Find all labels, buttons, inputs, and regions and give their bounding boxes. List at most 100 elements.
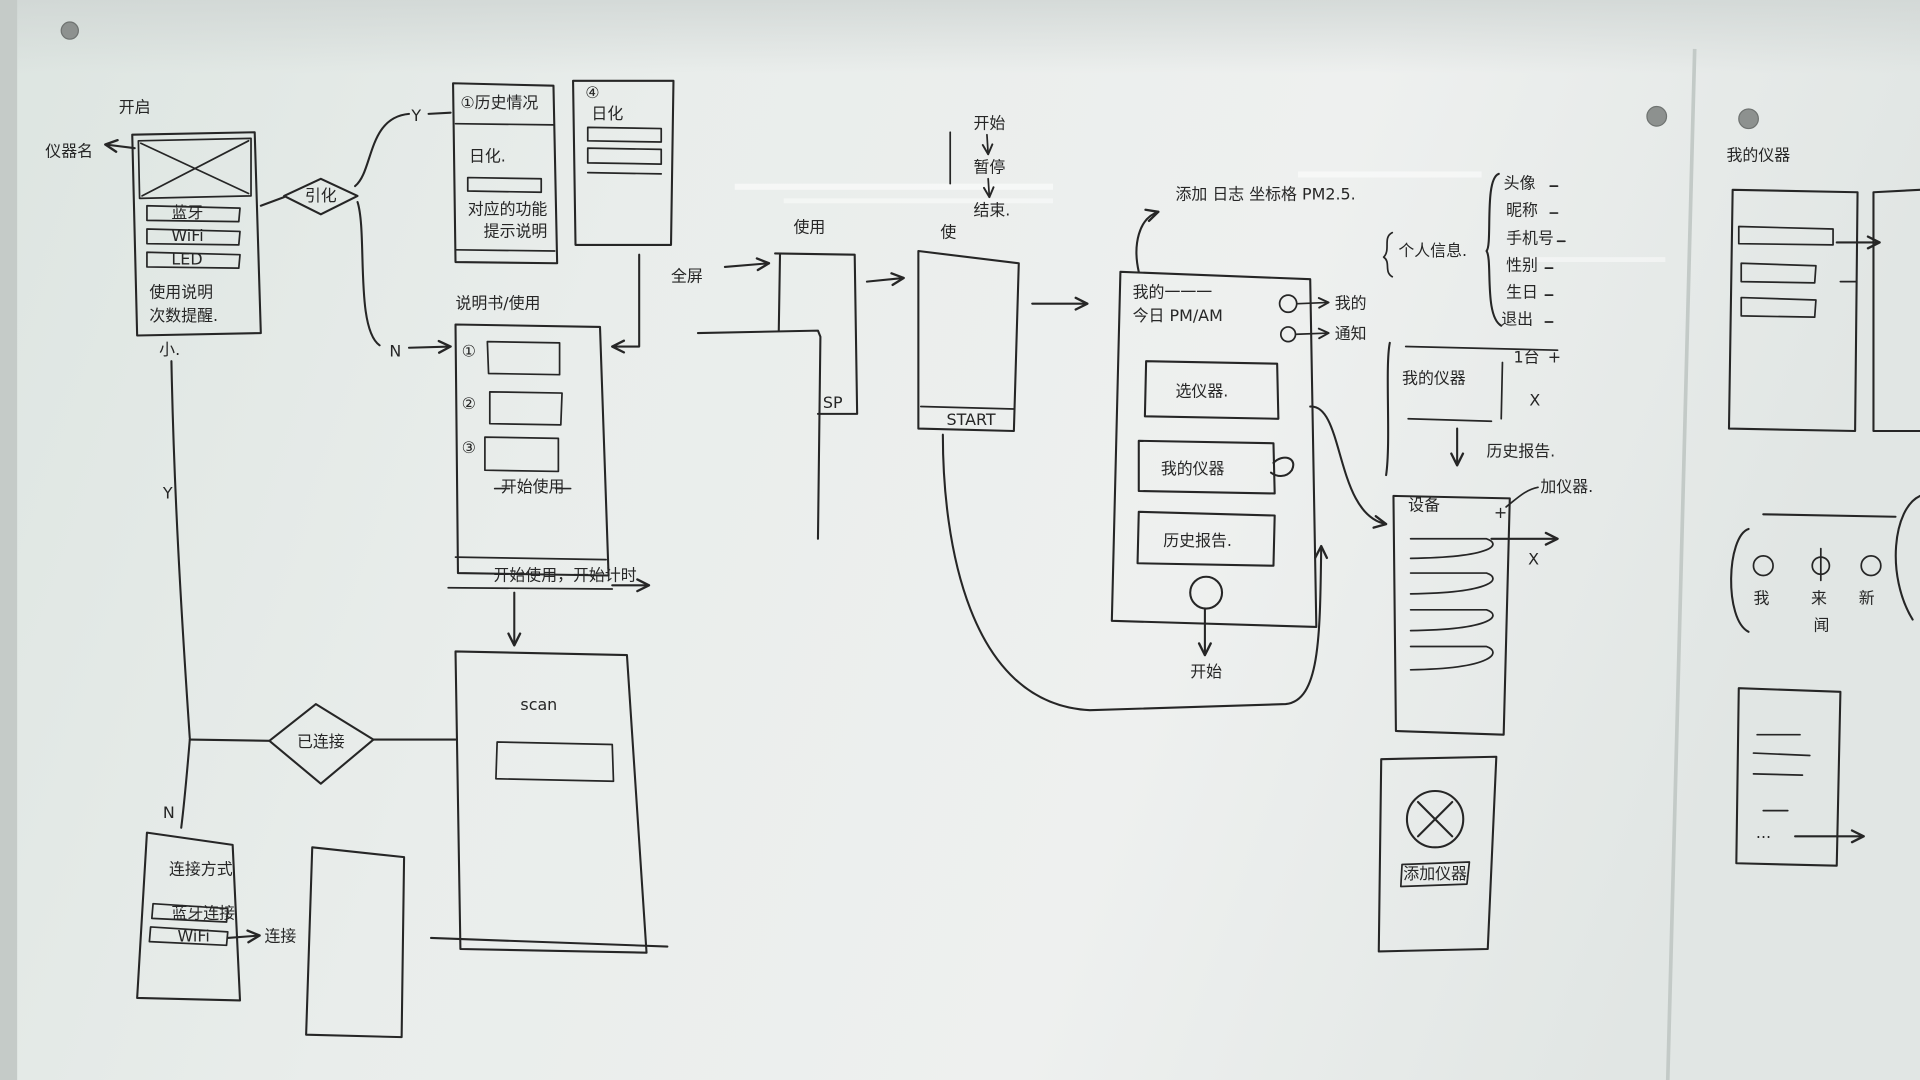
instrument-name-label: 仪器名	[45, 142, 93, 161]
nav-new-icon	[1860, 555, 1882, 577]
right-panel-bar	[1740, 262, 1817, 284]
loop-connector	[941, 433, 1329, 712]
home-date: 今日 PM/AM	[1133, 306, 1223, 325]
nav-me-icon	[1752, 555, 1774, 577]
profile-field-dashes	[1544, 185, 1566, 323]
start-note: 使用说明	[149, 283, 213, 302]
timer-step: 开始	[973, 114, 1005, 133]
history-line: 对应的功能	[468, 199, 548, 218]
connect-decision: Y 已连接 N	[162, 360, 457, 829]
connect-arrow	[226, 929, 261, 944]
scan-frame	[454, 650, 648, 954]
detail-screen-sketch: ④ 日化	[572, 79, 675, 354]
yes-branch	[354, 112, 411, 188]
history-subtitle: 日化.	[469, 147, 506, 166]
timer-step: 结束.	[973, 201, 1010, 220]
device-list-sketch: 设备 + 加仪器. X	[1392, 477, 1593, 736]
empty-frame	[1377, 755, 1498, 953]
profile-field: 昵称	[1506, 201, 1538, 220]
timer-frame	[917, 249, 1020, 433]
manual-screen-sketch: 说明书/使用 ① ② ③ 开始使用 开始使用，开始计时	[447, 294, 651, 647]
image-placeholder-cross	[139, 139, 250, 197]
connect-option-bar	[150, 902, 229, 923]
decision-label: 引化	[305, 186, 337, 205]
device-add-icon: +	[1494, 503, 1507, 522]
history-line: 提示说明	[484, 221, 548, 240]
start-button-circle	[1189, 575, 1224, 610]
scan-base-line	[429, 936, 669, 948]
blank-frame	[305, 846, 406, 1039]
right-list-more: ···	[1756, 827, 1771, 846]
profile-field: 性别	[1506, 256, 1538, 275]
detail-frame	[572, 79, 675, 246]
device-add-callout	[1505, 486, 1539, 508]
profile-field: 退出	[1501, 309, 1533, 328]
connect-screen-sketch: 连接方式 蓝牙连接 WiFi 连接	[136, 831, 406, 1039]
start-frame	[131, 131, 262, 337]
no-branch	[180, 738, 191, 829]
device-add-label: 加仪器.	[1540, 477, 1593, 496]
nav-label: 我	[1753, 589, 1769, 608]
home-link-arrow	[1297, 297, 1330, 309]
instruments-add-icon: +	[1548, 347, 1561, 366]
glare	[1297, 171, 1482, 178]
usage-frame-line	[696, 329, 822, 540]
instruments-count: 1台	[1513, 347, 1539, 366]
usage-frame-top	[774, 252, 859, 415]
instruments-history-label: 历史报告.	[1487, 442, 1556, 461]
nav-label: 闻	[1813, 616, 1829, 635]
history-bar	[466, 176, 543, 194]
timer-footer: START	[947, 410, 996, 429]
history-divider	[454, 122, 555, 126]
my-instruments-sketch: 我的仪器 1台 + X 历史报告.	[1385, 341, 1561, 477]
mounting-pin	[60, 21, 79, 40]
device-remove-icon: X	[1528, 549, 1539, 568]
instruments-title: 我的仪器	[1402, 368, 1466, 387]
empty-state-sketch: 添加仪器	[1377, 755, 1498, 953]
glare	[783, 198, 1054, 204]
detail-line	[586, 171, 663, 175]
glare	[734, 183, 1054, 190]
home-link-arrow	[1295, 327, 1330, 340]
no-branch	[356, 201, 381, 347]
timer-step: 暂停	[973, 158, 1005, 177]
home-note-arrow	[1135, 208, 1160, 273]
connector-arrow	[611, 253, 641, 354]
usage-footer: SP	[823, 393, 843, 412]
board-left-edge	[0, 0, 18, 1080]
switch-label: 蓝牙	[171, 203, 203, 222]
usage-title: 使用	[793, 218, 825, 237]
timer-label: 使	[940, 223, 956, 242]
home-screen-sketch: 添加 日志 坐标格 PM2.5. 我的一一一 今日 PM/AM 我的 通知 选仪…	[941, 185, 1388, 712]
board-seam	[1665, 48, 1697, 1080]
history-frame	[452, 82, 559, 265]
home-button-label: 历史报告.	[1163, 531, 1232, 550]
instruments-divider	[1500, 361, 1504, 420]
start-screen-sketch: 开启 蓝牙 WiFi LED 使用说明 次数提醒. 小. 仪器名	[45, 98, 262, 359]
profile-brace	[1485, 172, 1503, 327]
switch-bar	[146, 204, 241, 223]
image-placeholder-box	[137, 137, 252, 200]
connect-next-label: 连接	[264, 927, 296, 946]
detail-badge: ④	[585, 83, 599, 102]
usage-flow-sketch: 全屏 使用 SP 开始 暂停 结束. 使 START	[671, 114, 1089, 540]
detail-bar	[586, 147, 663, 165]
manual-title: 说明书/使用	[456, 294, 541, 313]
usage-frame-left	[777, 253, 782, 332]
manual-step-number: ①	[462, 341, 476, 360]
history-screen-sketch: ①历史情况 日化. 对应的功能 提示说明	[452, 82, 559, 265]
timer-footer-line	[919, 405, 1015, 410]
device-item	[1409, 572, 1494, 595]
home-button-frame	[1136, 510, 1276, 567]
home-header: 我的一一一	[1133, 283, 1213, 302]
detail-title: 日化	[591, 104, 623, 123]
right-panel-sketch: 我的仪器 我 来 闻 新 ···	[1727, 145, 1920, 867]
profile-title: 个人信息.	[1398, 241, 1467, 260]
fullscreen-arrow	[723, 257, 771, 272]
empty-circle-icon	[1405, 789, 1465, 849]
connect-option-bar	[148, 926, 229, 947]
switch-label: LED	[171, 249, 202, 268]
